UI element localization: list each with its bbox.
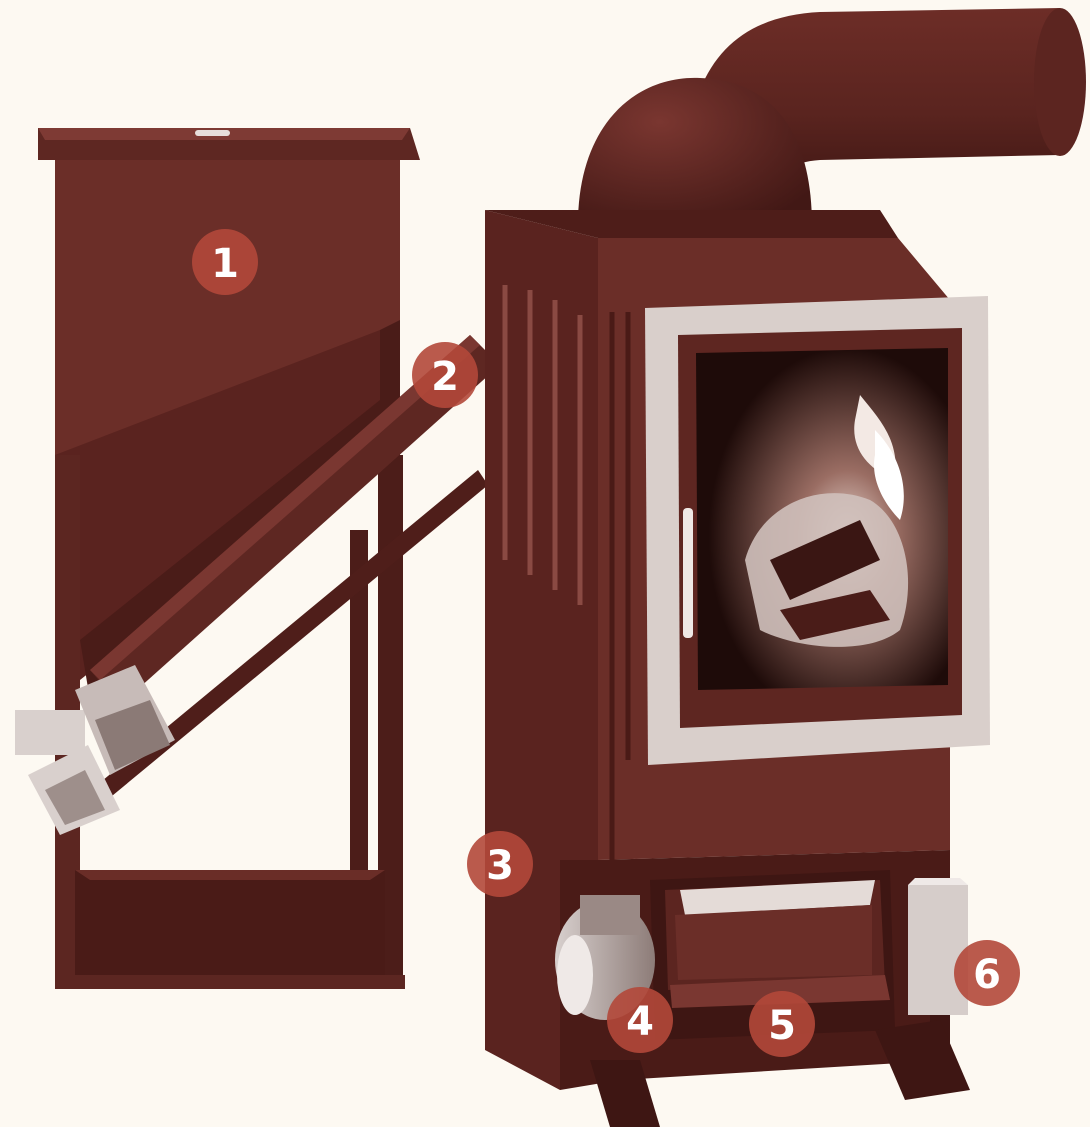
badge-2-label: 2 — [431, 354, 459, 400]
badge-5-label: 5 — [768, 1003, 796, 1049]
badge-2: 2 — [412, 342, 478, 408]
hopper-base — [75, 870, 385, 985]
badge-3-label: 3 — [486, 843, 514, 889]
door-handle — [683, 508, 693, 638]
badge-6-label: 6 — [973, 952, 1001, 998]
auger-motor — [15, 665, 175, 835]
badge-5: 5 — [749, 991, 815, 1057]
badge-1: 1 — [192, 229, 258, 295]
burner-section — [555, 850, 970, 1127]
badge-6: 6 — [954, 940, 1020, 1006]
foot-rail-right — [875, 1020, 970, 1100]
badge-3: 3 — [467, 831, 533, 897]
badge-1-label: 1 — [211, 241, 239, 287]
badge-4: 4 — [607, 987, 673, 1053]
badge-4-label: 4 — [626, 999, 654, 1045]
flue-pipe — [577, 8, 1086, 239]
stove-door — [645, 296, 990, 765]
